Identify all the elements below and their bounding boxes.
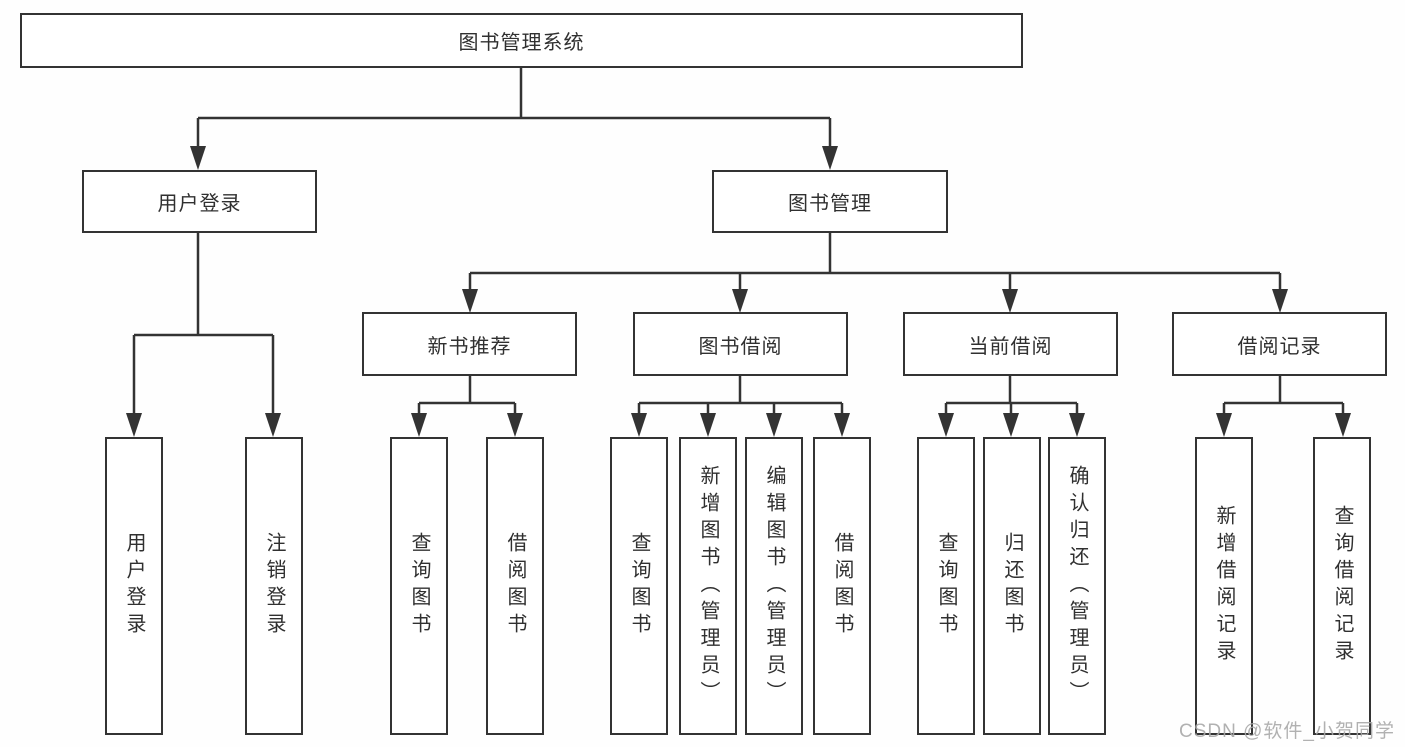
node-leaf-borrow-books-2: 借阅图书	[813, 437, 871, 735]
watermark: CSDN @软件_小贺同学	[1179, 721, 1395, 742]
leaf-label: 新增图书（管理员）	[697, 464, 719, 708]
arrowheads	[126, 146, 1351, 437]
node-leaf-query-books-3: 查询图书	[917, 437, 975, 735]
node-book-management: 图书管理	[712, 170, 948, 233]
node-leaf-confirm-return-admin: 确认归还（管理员）	[1048, 437, 1106, 735]
node-leaf-borrow-books-1: 借阅图书	[486, 437, 544, 735]
node-current-borrow: 当前借阅	[903, 312, 1118, 376]
leaf-label: 借阅图书	[504, 532, 526, 640]
node-leaf-add-book-admin: 新增图书（管理员）	[679, 437, 737, 735]
node-borrow-records: 借阅记录	[1172, 312, 1387, 376]
leaf-label: 新增借阅记录	[1213, 505, 1235, 667]
node-user-login-branch: 用户登录	[82, 170, 317, 233]
node-leaf-query-books-2: 查询图书	[610, 437, 668, 735]
leaf-label: 查询图书	[628, 532, 650, 640]
node-new-book-recommend: 新书推荐	[362, 312, 577, 376]
leaf-label: 注销登录	[263, 532, 285, 640]
leaf-label: 借阅图书	[831, 532, 853, 640]
node-leaf-user-login: 用户登录	[105, 437, 163, 735]
leaf-label: 查询图书	[935, 532, 957, 640]
node-leaf-return-book: 归还图书	[983, 437, 1041, 735]
node-book-borrow: 图书借阅	[633, 312, 848, 376]
leaf-label: 编辑图书（管理员）	[763, 464, 785, 708]
leaf-label: 归还图书	[1001, 532, 1023, 640]
node-leaf-query-books-1: 查询图书	[390, 437, 448, 735]
leaf-label: 查询借阅记录	[1331, 505, 1353, 667]
leaf-label: 查询图书	[408, 532, 430, 640]
node-leaf-add-borrow-record: 新增借阅记录	[1195, 437, 1253, 735]
node-leaf-logout: 注销登录	[245, 437, 303, 735]
node-root: 图书管理系统	[20, 13, 1023, 68]
leaf-label: 用户登录	[123, 532, 145, 640]
leaf-label: 确认归还（管理员）	[1066, 464, 1088, 708]
node-leaf-query-borrow-record: 查询借阅记录	[1313, 437, 1371, 735]
node-leaf-edit-book-admin: 编辑图书（管理员）	[745, 437, 803, 735]
